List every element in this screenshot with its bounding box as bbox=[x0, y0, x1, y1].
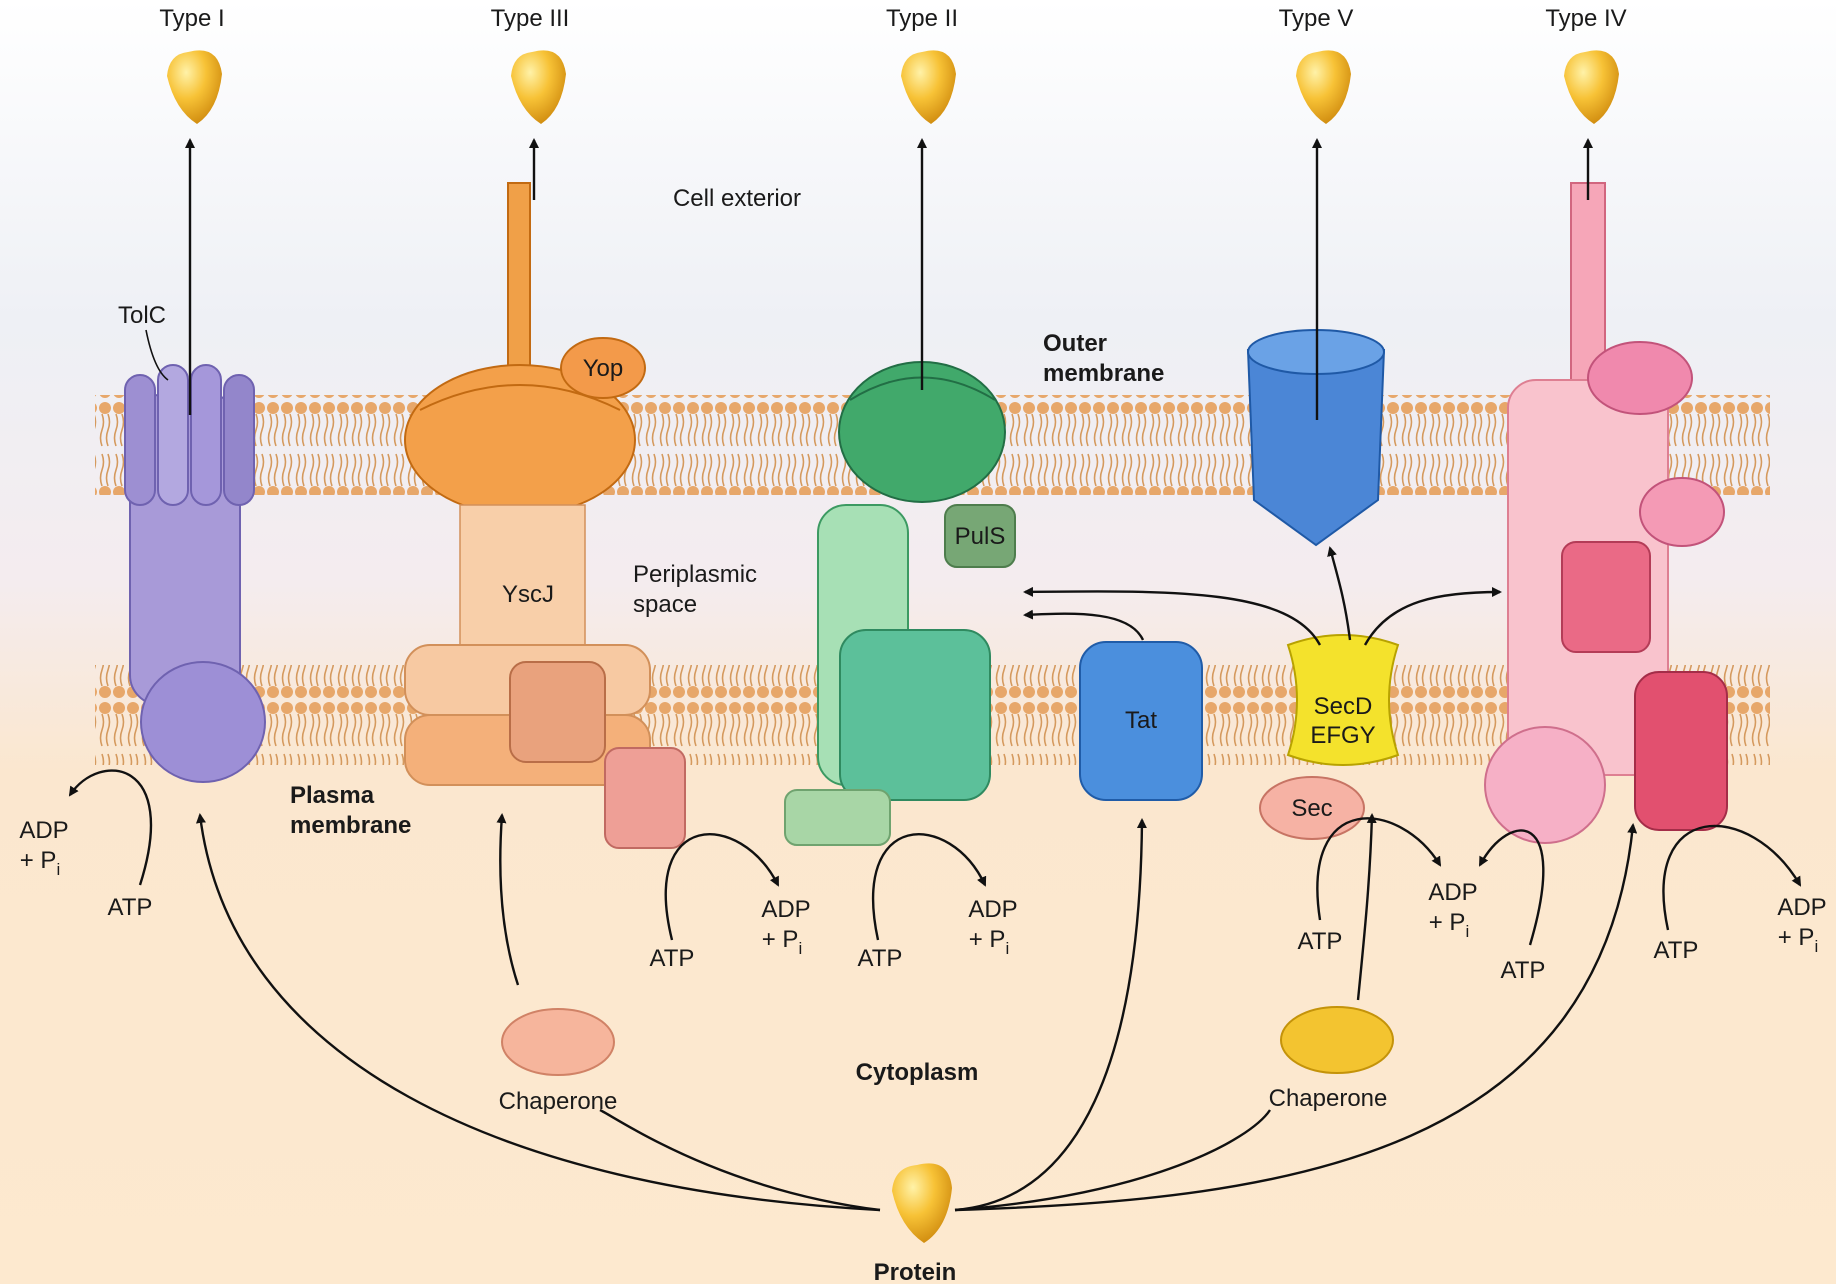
yscj-label: YscJ bbox=[502, 581, 554, 608]
type1-label: Type I bbox=[159, 5, 224, 32]
protein-to-type1-arrow bbox=[196, 813, 881, 1212]
plasma-membrane-label-line1: Plasma bbox=[290, 782, 375, 809]
protein-to-type4-arrow bbox=[954, 823, 1638, 1212]
tat-to-type2-arrow bbox=[1023, 609, 1145, 641]
atp-label: ATP bbox=[1654, 937, 1699, 964]
plus-p-label: + Pi bbox=[1429, 909, 1469, 941]
chaperone-to-type3-arrow bbox=[496, 813, 520, 986]
sec-to-type5-arrow bbox=[1327, 546, 1352, 641]
secdefgy-complex bbox=[1286, 634, 1400, 766]
adp-label: ADP bbox=[968, 896, 1017, 923]
protein-label: Protein bbox=[874, 1259, 957, 1284]
type1-atp-curve bbox=[68, 769, 153, 886]
atp-label: ATP bbox=[108, 894, 153, 921]
type4-label: Type IV bbox=[1545, 5, 1626, 32]
atp-label: ATP bbox=[650, 945, 695, 972]
outer-membrane-label-line2: membrane bbox=[1043, 360, 1164, 387]
secd-label-line1: SecD bbox=[1314, 693, 1373, 720]
plus-p-label: + Pi bbox=[969, 926, 1009, 958]
type4-system bbox=[1484, 182, 1728, 844]
atp-label: ATP bbox=[858, 945, 903, 972]
plus-p-label: + Pi bbox=[20, 847, 60, 879]
cytoplasm-label: Cytoplasm bbox=[856, 1059, 979, 1086]
tat-complex bbox=[1079, 641, 1203, 801]
tolc-leader-line bbox=[145, 329, 169, 381]
type3-atp-curve bbox=[664, 833, 780, 941]
sec-to-type4-arrow bbox=[1363, 587, 1502, 646]
yop-label: Yop bbox=[583, 355, 624, 382]
periplasmic-space-label-line1: Periplasmic bbox=[633, 561, 757, 588]
type2-atp-curve bbox=[871, 833, 987, 941]
adp-label: ADP bbox=[1428, 879, 1477, 906]
protein-to-tat-arrow bbox=[954, 818, 1147, 1212]
type3-label: Type III bbox=[491, 5, 570, 32]
secd-label-line2: EFGY bbox=[1310, 722, 1375, 749]
sec-label: Sec bbox=[1291, 795, 1332, 822]
cargo-protein-icon bbox=[1564, 50, 1619, 124]
sec-protein bbox=[1259, 776, 1365, 840]
chaperone-right-label: Chaperone bbox=[1269, 1085, 1388, 1112]
chaperone-left-shape bbox=[501, 1008, 615, 1076]
plus-p-label: + Pi bbox=[1778, 924, 1818, 956]
type1-system bbox=[124, 364, 266, 783]
cytoplasmic-protein-icon bbox=[892, 1163, 952, 1243]
sec-atp-curve-left bbox=[1316, 817, 1442, 921]
type5-label: Type V bbox=[1279, 5, 1354, 32]
cargo-protein-icon bbox=[901, 50, 956, 124]
tat-label: Tat bbox=[1125, 707, 1157, 734]
plus-p-label: + Pi bbox=[762, 926, 802, 958]
atp-label: ATP bbox=[1501, 957, 1546, 984]
chaperone-left-label: Chaperone bbox=[499, 1088, 618, 1115]
outer-membrane-label-line1: Outer bbox=[1043, 330, 1107, 357]
tolc-label: TolC bbox=[118, 302, 166, 329]
sec-atp-curve-right bbox=[1478, 829, 1545, 946]
atp-label: ATP bbox=[1298, 928, 1343, 955]
type2-label: Type II bbox=[886, 5, 958, 32]
type4-atp-curve bbox=[1662, 824, 1802, 931]
periplasmic-space-label-line2: space bbox=[633, 591, 697, 618]
adp-label: ADP bbox=[761, 896, 810, 923]
cargo-protein-icon bbox=[1296, 50, 1351, 124]
chaperone-to-sec-arrow bbox=[1356, 813, 1377, 1001]
plasma-membrane-label-line2: membrane bbox=[290, 812, 411, 839]
adp-label: ADP bbox=[1777, 894, 1826, 921]
cargo-protein-icon bbox=[511, 50, 566, 124]
cell-exterior-label: Cell exterior bbox=[673, 185, 801, 212]
type2-system bbox=[784, 361, 1016, 846]
chaperone-right-shape bbox=[1280, 1006, 1394, 1074]
type3-system bbox=[404, 182, 686, 849]
adp-label: ADP bbox=[19, 817, 68, 844]
puls-label: PulS bbox=[955, 523, 1006, 550]
sec-to-type2-arrow bbox=[1023, 586, 1322, 646]
protein-to-chaperone-right-line bbox=[954, 1109, 1271, 1212]
protein-to-chaperone-left-line bbox=[599, 1108, 881, 1212]
cargo-protein-icon bbox=[167, 50, 222, 124]
